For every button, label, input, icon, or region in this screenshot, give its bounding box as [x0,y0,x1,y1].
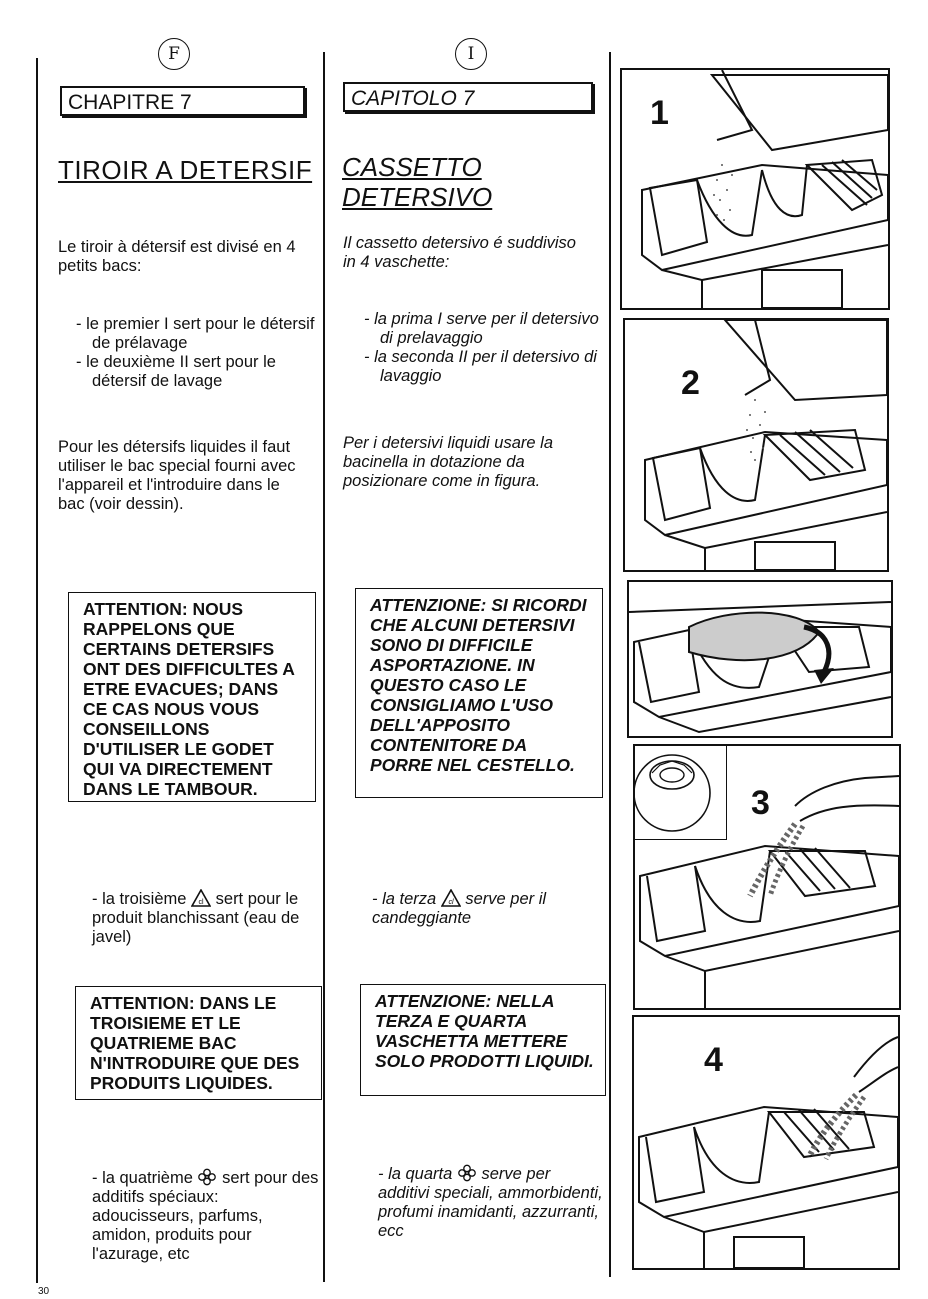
column-divider-rule [323,52,325,1282]
figure-panel-liquid-cup [627,580,893,738]
list-item: - la seconda II per il detersivo di lava… [364,348,597,385]
bleach-triangle-icon: cl [191,889,212,907]
warning-box-french-2: ATTENTION: DANS LE TROISIEME ET LE QUATR… [75,986,322,1100]
flower-softener-icon [458,1164,476,1182]
fourth-compartment-french: - la quatrième sert pour des additifs sp… [92,1168,319,1263]
warning-box-italian-2: ATTENZIONE: NELLA TERZA E QUARTA VASCHET… [360,984,606,1096]
bleach-cup-detail [635,746,727,840]
compartment-list-italian: - la prima I serve per il detersivo di p… [364,310,604,386]
flower-softener-icon [198,1168,217,1186]
drawer-liquid-cup-illustration [629,601,891,734]
bleach-cup-icon [635,754,711,832]
warning-box-french-1: ATTENTION: NOUS RAPPELONS QUE CERTAINS D… [68,592,316,802]
list-item: - la prima I serve per il detersivo di p… [364,310,599,347]
section-title-italian-line1: CASSETTO [342,152,482,182]
left-margin-rule [36,58,38,1283]
fourth-compartment-italian: - la quarta serve per additivi speciali,… [378,1164,603,1240]
drawer-softener-illustration [638,1036,898,1268]
lang-mark-italian: I [455,38,487,70]
intro-french: Le tiroir à détersif est divisé en 4 pet… [58,238,296,275]
bleach-triangle-icon: cl [440,889,461,907]
figure-panel-2: 2 [623,318,889,572]
figure-panel-1: 1 [620,68,890,310]
liquids-french: Pour les détersifs liquides il faut util… [58,438,296,513]
svg-text:cl: cl [448,899,454,906]
warning-box-italian-1: ATTENZIONE: SI RICORDI CHE ALCUNI DETERS… [355,588,603,798]
step-number-1: 1 [650,94,669,132]
list-item: - le premier I sert pour le détersif de … [76,315,315,352]
drawer-powder-illustration-2 [644,320,887,570]
list-item: - le deuxième II sert pour le détersif d… [76,353,276,390]
drawer-powder-illustration-1 [641,70,888,308]
chapter-header-french: CHAPITRE 7 [60,86,305,116]
section-title-italian: CASSETTO DETERSIVO [342,152,492,212]
compartment-list-french: - le premier I sert pour le détersif de … [76,315,316,391]
figure-column-rule [609,52,611,1277]
figure-panel-3: 3 [633,744,901,1010]
step-number-2: 2 [681,364,700,402]
page-number: 30 [38,1286,50,1297]
figure-panel-4: 4 [632,1015,900,1270]
drawer-bleach-illustration [639,775,899,1008]
step-number-3: 3 [751,784,770,822]
step-number-4: 4 [704,1041,723,1079]
section-title-french: TIROIR A DETERSIF [58,155,313,185]
section-title-italian-line2: DETERSIVO [342,182,493,212]
lang-mark-french: F [158,38,190,70]
svg-text:cl: cl [199,899,205,906]
chapter-header-italian: CAPITOLO 7 [343,82,593,112]
intro-italian: Il cassetto detersivo é suddiviso in 4 v… [343,234,576,271]
third-compartment-french: - la troisième cl sert pour le produit b… [92,889,300,946]
third-compartment-italian: - la terza cl serve per il candeggiante [372,889,547,927]
liquids-italian: Per i detersivi liquidi usare la bacinel… [343,434,554,490]
